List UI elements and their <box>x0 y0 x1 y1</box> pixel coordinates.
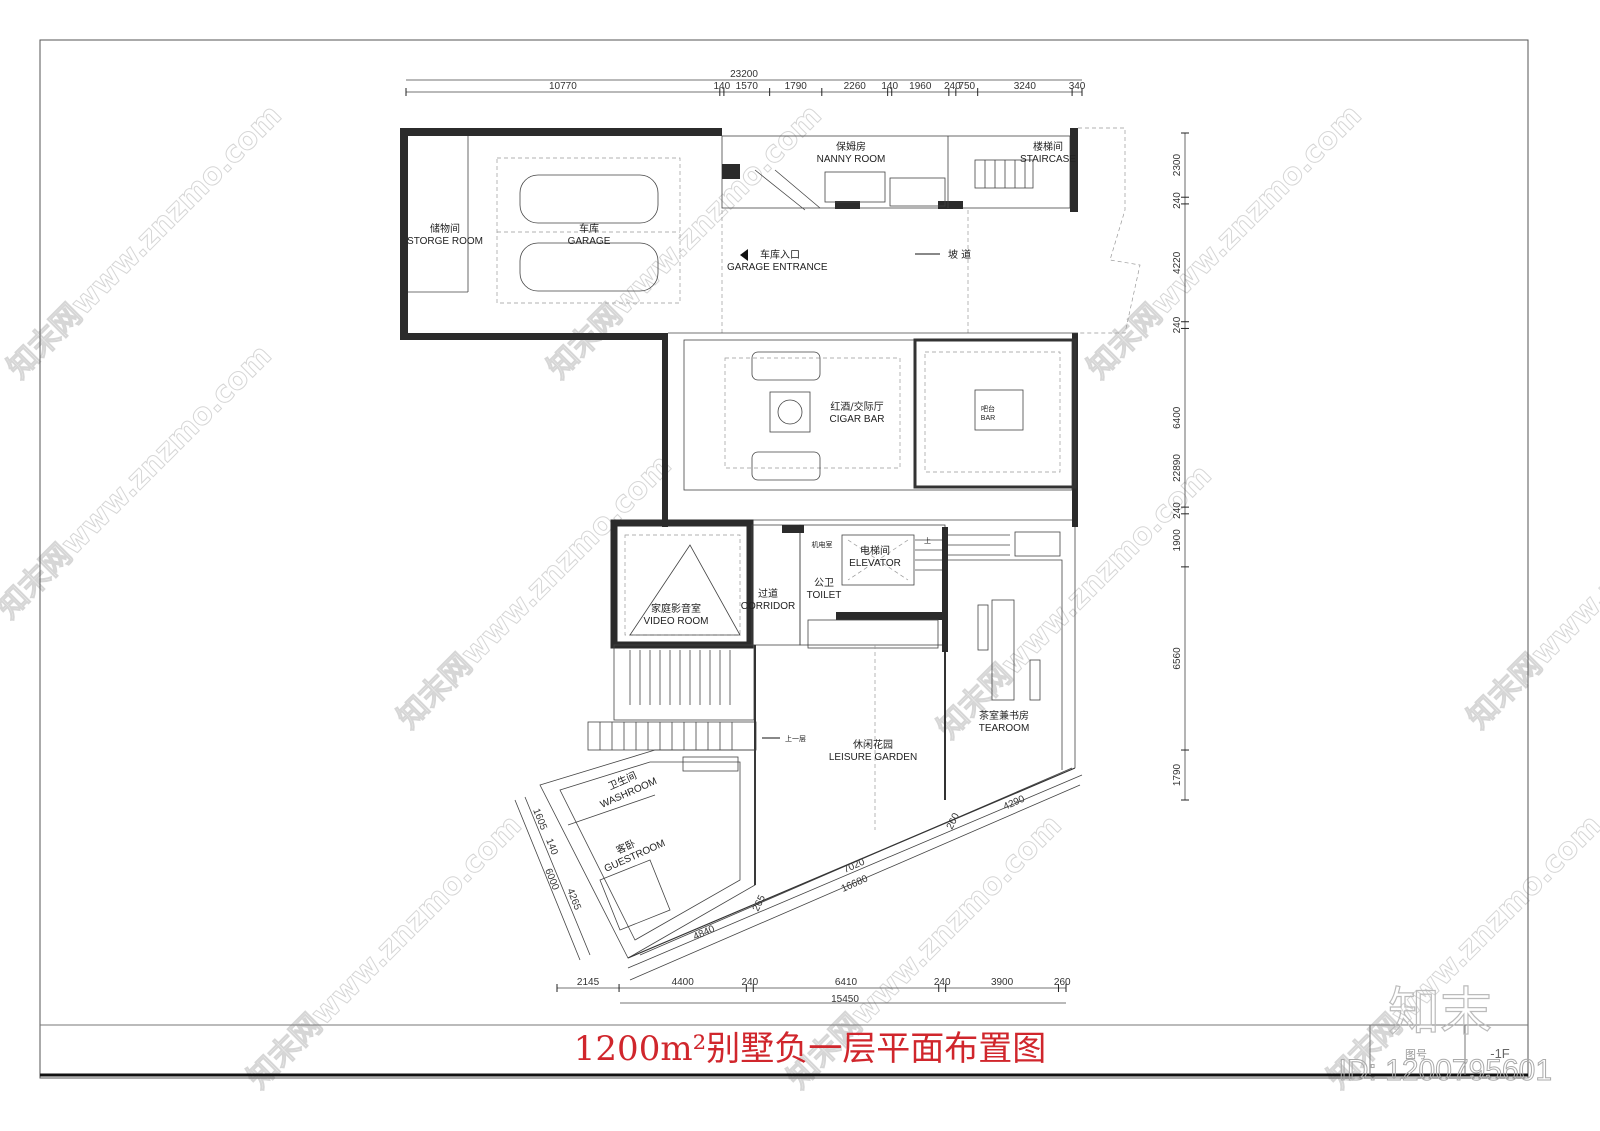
dim-right-label: 1900 <box>1172 529 1183 552</box>
dim-right-label: 6560 <box>1172 647 1183 670</box>
room-garage-entrance-en: GARAGE ENTRANCE <box>727 262 828 273</box>
dim-bottom-total: 15450 <box>831 994 859 1005</box>
dim-bottom-label: 240 <box>934 977 951 988</box>
room-cigar-bar-cn: 红酒/交际厅 <box>830 400 883 413</box>
room-toilet-cn: 公卫 <box>814 578 834 589</box>
dim-right-label: 2300 <box>1172 154 1183 177</box>
dim-right-label: 240 <box>1172 316 1183 333</box>
room-garden-en: LEISURE GARDEN <box>829 752 917 763</box>
dim-diagonal: 265 <box>751 893 768 913</box>
room-nanny-cn: 保姆房 <box>836 140 866 153</box>
room-tearoom-en: TEAROOM <box>979 723 1030 734</box>
room-garage-cn: 车库 <box>579 222 599 235</box>
room-toilet-en: TOILET <box>807 590 842 601</box>
room-elevator-cn: 电梯间 <box>860 544 890 557</box>
dim-top-label: 750 <box>958 81 975 92</box>
dim-top-label: 1570 <box>736 81 759 92</box>
dim-bottom-label: 240 <box>741 977 758 988</box>
room-corridor-cn: 过道 <box>758 587 778 600</box>
sheet-number-label: 图号 <box>1405 1048 1427 1061</box>
dim-bottom-label: 260 <box>1054 977 1071 988</box>
dim-bottom-label: 4400 <box>672 977 695 988</box>
dim-top-label: 140 <box>881 81 898 92</box>
room-cigar-bar-en: CIGAR BAR <box>829 414 884 425</box>
room-bar-en: BAR <box>981 415 995 422</box>
dim-top-label: 10770 <box>549 81 577 92</box>
room-labels: 储物间 STORGE ROOM 车库 GARAGE 保姆房 NANNY ROOM… <box>407 140 1076 875</box>
dim-top-label: 1960 <box>909 81 932 92</box>
dim-top-label: 340 <box>1069 81 1086 92</box>
room-garden-cn: 休闲花园 <box>853 738 893 751</box>
watermark: 知末网www.znzmo.com <box>1 98 289 386</box>
dim-bottom-label: 6410 <box>835 977 858 988</box>
room-staircase-cn: 楼梯间 <box>1033 140 1063 153</box>
watermark: 知末网www.znzmo.com <box>391 448 679 736</box>
dim-right-label: 6400 <box>1172 406 1183 429</box>
dim-bottom-label: 2145 <box>577 977 600 988</box>
room-storage-cn: 储物间 <box>430 222 460 235</box>
dim-top-total: 23200 <box>730 69 758 80</box>
watermark: 知末网www.znzmo.com <box>1461 448 1600 736</box>
ramp-label: 坡 道 <box>948 248 971 261</box>
room-mechanical-cn: 机电室 <box>812 540 833 549</box>
dim-right-label: 4220 <box>1172 251 1183 274</box>
watermark: 知末网www.znzmo.com <box>241 808 529 1096</box>
watermark: 知末网www.znzmo.com <box>1081 98 1369 386</box>
watermark: 知末网www.znzmo.com <box>1321 808 1600 1096</box>
dim-top-label: 2260 <box>844 81 867 92</box>
room-garage-en: GARAGE <box>568 236 611 247</box>
drawing-frame <box>39 39 1529 1079</box>
room-corridor-en: CORRIDOR <box>741 601 795 612</box>
logo-watermark: 知末 <box>1388 983 1492 1043</box>
dim-top-label: 240 <box>944 81 961 92</box>
dim-right-total: 22890 <box>1172 454 1183 482</box>
drawing-title: 1200m²别墅负一层平面布置图 <box>574 1029 1046 1069</box>
sheet-number-value: -1F <box>1490 1046 1510 1061</box>
room-video-en: VIDEO ROOM <box>643 616 708 627</box>
room-bar-cn: 吧台 <box>981 404 995 413</box>
watermark: 知末网www.znzmo.com <box>0 338 279 626</box>
dim-left: 6000 <box>542 867 561 892</box>
walls <box>400 127 1141 969</box>
room-tearoom-cn: 茶室兼书房 <box>979 709 1029 722</box>
room-elevator-en: ELEVATOR <box>849 558 901 569</box>
dim-top-label: 140 <box>714 81 731 92</box>
dim-right-label: 240 <box>1172 502 1183 519</box>
dim-top-label: 3240 <box>1014 81 1037 92</box>
room-video-cn: 家庭影音室 <box>651 602 701 615</box>
dim-bottom-label: 3900 <box>991 977 1014 988</box>
up-one-floor-label: 上一层 <box>785 734 806 743</box>
room-garage-entrance-cn: 车库入口 <box>760 248 800 261</box>
room-staircase-en: STAIRCASE <box>1020 154 1076 165</box>
room-nanny-en: NANNY ROOM <box>817 154 886 165</box>
id-watermark: ID: 1200795601 <box>1338 1054 1552 1087</box>
dim-left: 1605 <box>530 807 549 832</box>
dim-right-label: 240 <box>1172 192 1183 209</box>
dim-right-label: 1790 <box>1172 763 1183 786</box>
up-arrow-label: 上 <box>924 536 931 545</box>
dim-diagonal: 260 <box>945 811 962 831</box>
room-storage-en: STORGE ROOM <box>407 236 483 247</box>
dim-left: 140 <box>543 837 560 857</box>
dim-top-label: 1790 <box>785 81 808 92</box>
dim-diagonal: 4840 <box>692 923 717 942</box>
